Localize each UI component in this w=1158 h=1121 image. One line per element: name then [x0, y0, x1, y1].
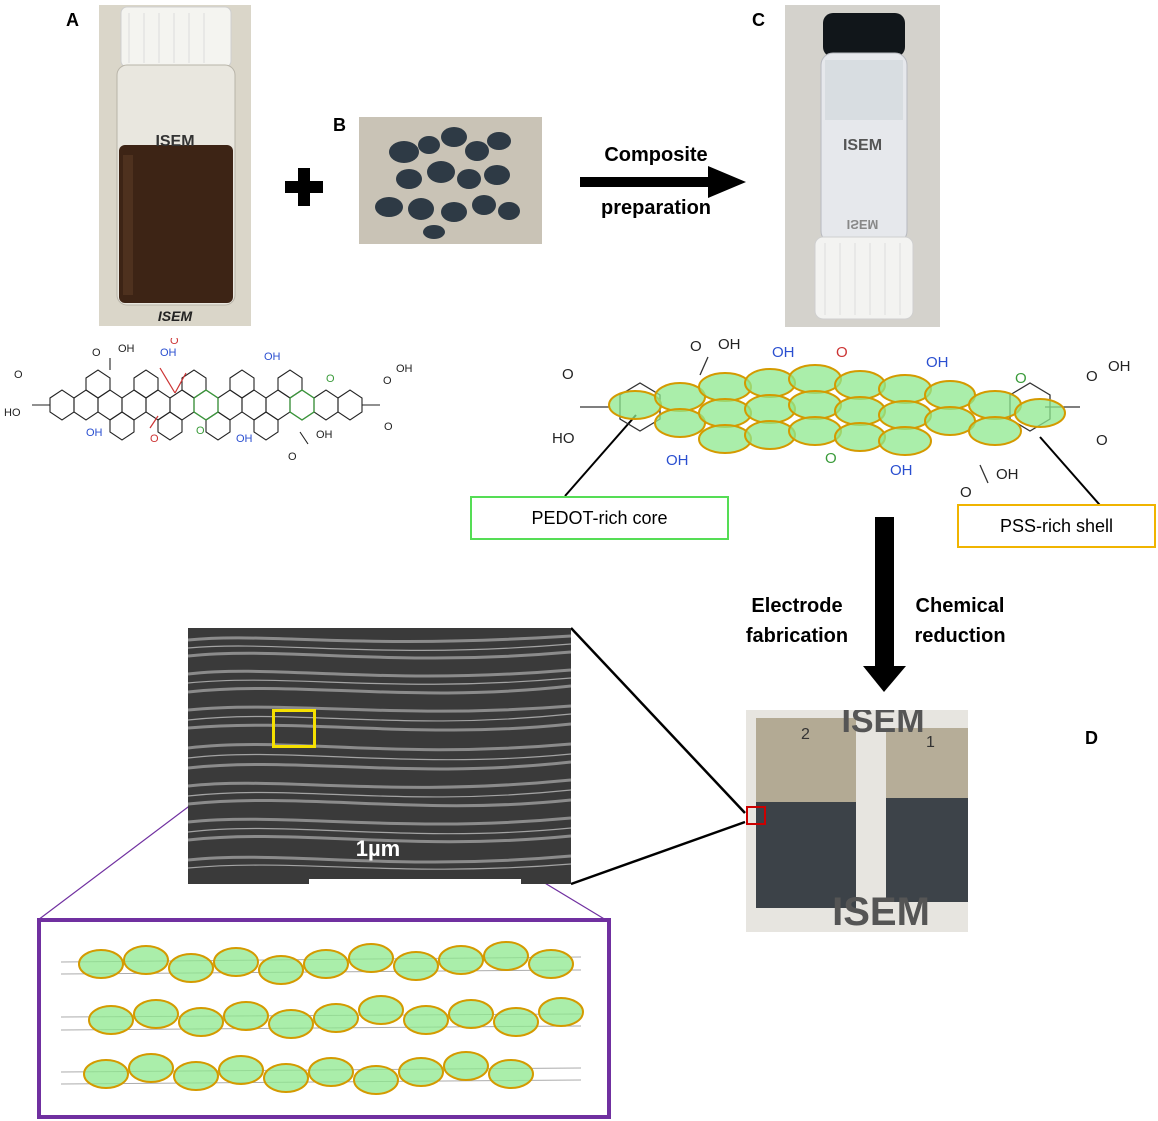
svg-text:O: O: [1086, 368, 1098, 385]
svg-text:OH: OH: [118, 343, 135, 355]
svg-text:HO: HO: [552, 430, 575, 447]
panel-letter-a: A: [66, 10, 79, 30]
svg-text:O: O: [14, 369, 23, 381]
svg-text:O: O: [288, 451, 297, 463]
svg-text:OH: OH: [264, 351, 281, 363]
core-label: PEDOT-rich core: [470, 496, 729, 540]
scale-bar-label: 1µm: [355, 836, 401, 861]
svg-text:OH: OH: [396, 363, 413, 375]
svg-text:O: O: [384, 421, 393, 433]
vial-c-brand: ISEM: [842, 137, 883, 154]
vial-c-base-text: ISEM: [846, 217, 879, 232]
reduction-arrow-shaft: [875, 517, 894, 669]
vial-a-base-text: ISEM: [157, 308, 193, 324]
panel-letter-b: B: [333, 115, 346, 135]
graphene-oxide-structure: O OH OH O OH O O OH O O HO OH O O OH O O…: [0, 338, 420, 463]
svg-text:O: O: [825, 450, 837, 467]
electrode-label-line2: fabrication: [745, 625, 849, 647]
svg-text:O: O: [196, 425, 205, 437]
electrode-photo: ISEM ISEM 2 1: [746, 710, 968, 932]
svg-text:O: O: [1015, 370, 1027, 387]
svg-text:O: O: [170, 338, 179, 347]
electrode-highlight-box: [746, 806, 766, 825]
chemical-label-line1: Chemical: [915, 595, 1005, 617]
electrode-bottom-text: ISEM: [832, 890, 930, 932]
composite-structure: O OH OH O OH O O OH O O HO OH O OH O OH: [540, 335, 1150, 500]
svg-text:OH: OH: [890, 462, 913, 479]
svg-text:O: O: [383, 375, 392, 387]
zoom-inset: [37, 918, 611, 1119]
electrode-label-line1: Electrode: [751, 595, 843, 617]
svg-text:OH: OH: [718, 336, 741, 353]
composite-label-line2: preparation: [600, 197, 712, 219]
svg-text:HO: HO: [4, 407, 21, 419]
electrode-mark-2: 2: [801, 726, 810, 743]
sem-image: 1µm: [188, 628, 571, 884]
svg-text:OH: OH: [1108, 358, 1131, 375]
electrode-mark-1: 1: [926, 734, 935, 751]
svg-text:OH: OH: [926, 354, 949, 371]
pellets-photo: [359, 117, 542, 244]
svg-text:O: O: [836, 344, 848, 361]
chemical-label-line2: reduction: [914, 625, 1006, 647]
composite-arrow-shaft: [580, 177, 710, 187]
svg-text:O: O: [150, 433, 159, 445]
panel-letter-c: C: [752, 10, 765, 30]
svg-text:O: O: [1096, 432, 1108, 449]
vial-c-photo: ISEM ISEM: [785, 5, 940, 327]
sem-highlight-box: [272, 709, 316, 748]
svg-text:OH: OH: [86, 427, 103, 439]
vial-a-brand: ISEM: [155, 133, 195, 150]
svg-text:O: O: [690, 338, 702, 355]
sem-zoom-line-bottom: [570, 820, 746, 886]
sem-zoom-line-top: [570, 627, 746, 814]
svg-text:OH: OH: [160, 347, 177, 359]
svg-text:OH: OH: [316, 429, 333, 441]
electrode-top-text: ISEM: [841, 710, 925, 740]
shell-label: PSS-rich shell: [957, 504, 1156, 548]
svg-text:OH: OH: [772, 344, 795, 361]
reduction-arrow-head: [863, 666, 906, 692]
svg-text:O: O: [960, 484, 972, 500]
svg-text:O: O: [562, 366, 574, 383]
svg-text:OH: OH: [236, 433, 253, 445]
composite-label-line1: Composite: [604, 144, 708, 166]
plus-icon: [285, 168, 323, 206]
svg-text:O: O: [326, 373, 335, 385]
svg-text:O: O: [92, 347, 101, 359]
svg-text:OH: OH: [996, 466, 1019, 483]
panel-letter-d: D: [1085, 728, 1098, 748]
vial-a-photo: ISEM ISEM: [99, 5, 251, 326]
svg-text:OH: OH: [666, 452, 689, 469]
